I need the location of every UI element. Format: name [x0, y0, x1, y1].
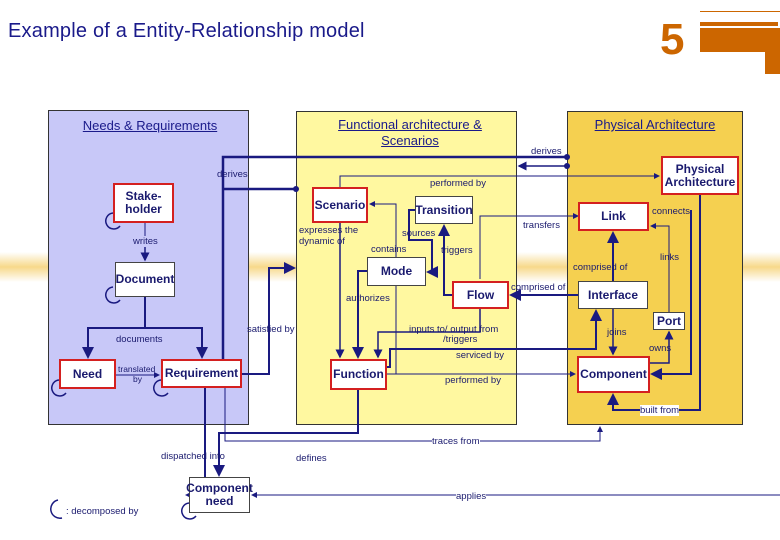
label-satisfied-by: satisfied by: [247, 324, 295, 335]
legend-decomposed-by: : decomposed by: [66, 506, 139, 517]
entity-component[interactable]: Component: [577, 356, 650, 393]
label-documents: documents: [116, 334, 163, 345]
entity-function[interactable]: Function: [330, 359, 387, 390]
slide-number: 5: [660, 15, 685, 64]
label-contains: contains: [371, 244, 407, 255]
needs-panel-title: Needs & Requirements: [82, 118, 218, 133]
label-translated-by: by: [133, 374, 142, 384]
entity-physical-architecture[interactable]: Physical Architecture: [661, 156, 739, 195]
physical-panel-title: Physical Architecture: [594, 117, 716, 132]
entity-link[interactable]: Link: [578, 202, 649, 231]
entity-document[interactable]: Document: [115, 262, 175, 297]
label-comprised-of: comprised of: [573, 262, 628, 273]
logo-decoration: [700, 11, 780, 12]
logo-decoration: [700, 22, 778, 26]
label-expresses: dynamic of: [299, 236, 345, 247]
entity-transition[interactable]: Transition: [415, 196, 473, 224]
label-joins: joins: [607, 327, 627, 338]
label-built-from: built from: [640, 405, 680, 416]
label-transfers: transfers: [523, 220, 560, 231]
label-writes: writes: [133, 236, 158, 247]
label-derives: derives: [217, 169, 248, 180]
label-dispatched-into: dispatched into: [161, 451, 225, 462]
label-translated-by: translated: [118, 364, 156, 374]
label-inputs: /triggers: [443, 334, 478, 345]
page-title: Example of a Entity-Relationship model: [8, 20, 365, 42]
entity-scenario[interactable]: Scenario: [312, 187, 368, 223]
entity-need[interactable]: Need: [59, 359, 116, 389]
entity-flow[interactable]: Flow: [452, 281, 509, 309]
label-connects: connects: [652, 206, 691, 217]
label-triggers: triggers: [441, 245, 473, 256]
logo-decoration: [765, 50, 780, 74]
label-sources: sources: [402, 228, 436, 239]
entity-component-need[interactable]: Component need: [186, 477, 253, 513]
entity-mode[interactable]: Mode: [367, 257, 426, 286]
label-owns: owns: [649, 343, 672, 354]
label-links: links: [660, 252, 680, 263]
label-authorizes: authorizes: [346, 293, 390, 304]
functional-panel-title: Functional architecture & Scenarios: [338, 117, 482, 148]
entity-requirement[interactable]: Requirement: [161, 359, 242, 388]
entity-port[interactable]: Port: [653, 312, 685, 330]
label-comprised-of: comprised of: [511, 282, 566, 293]
label-derives: derives: [531, 146, 562, 157]
label-performed-by: performed by: [445, 375, 501, 386]
label-applies: applies: [456, 491, 487, 502]
entity-interface[interactable]: Interface: [578, 281, 648, 309]
entity-stakeholder[interactable]: Stake-holder: [113, 183, 174, 223]
label-inputs: inputs to/ output from: [409, 324, 499, 335]
label-expresses: expresses the: [299, 225, 359, 236]
label-defines: defines: [296, 453, 327, 464]
logo-decoration: [700, 28, 780, 52]
label-traces-from: traces from: [432, 436, 480, 447]
label-performed-by: performed by: [430, 178, 486, 189]
label-serviced-by: serviced by: [456, 350, 505, 361]
